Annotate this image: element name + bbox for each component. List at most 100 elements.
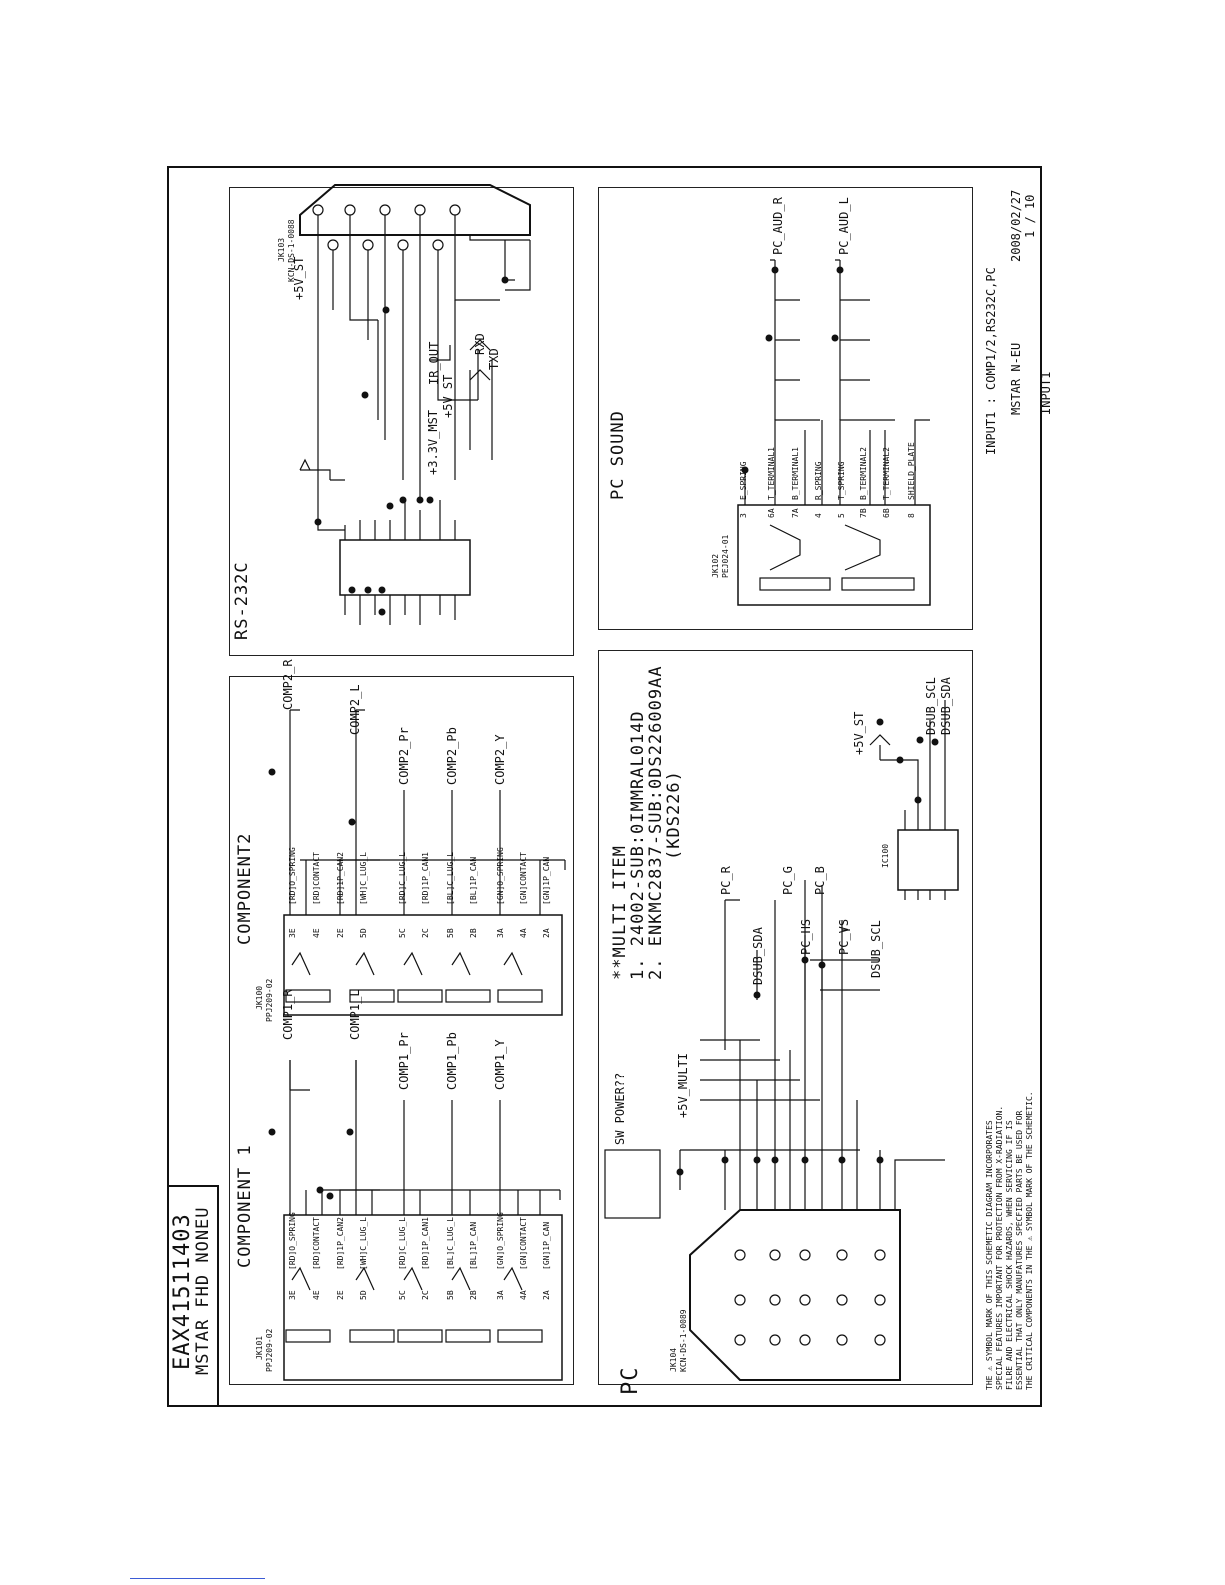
jk101-pin-5b-name: [BL]C_LUG_L — [446, 1217, 455, 1270]
jk101-pin-2c-name: [RD]1P_CAN1 — [421, 1217, 430, 1270]
jk100-contacts — [285, 951, 543, 1003]
net-pc-aud-r: PC_AUD_R — [771, 197, 785, 255]
project-name: MSTAR N-EU — [1009, 342, 1023, 415]
jk100-pin-2c-name: [RD]1P_CAN1 — [421, 852, 430, 905]
jk101-label: JK101 — [255, 1335, 264, 1360]
net-5v-st-edid: +5V_ST — [852, 711, 866, 755]
jk100-pin-2a-name: [GN]1P_CAN — [542, 856, 551, 905]
jk100-pin-2e: 2E — [336, 928, 345, 938]
rs232-ic — [339, 539, 471, 596]
jk100-pin-4a-name: [GN]CONTACT — [519, 852, 528, 905]
jk101-pin-3a-name: [GN]O_SPRING — [496, 1212, 505, 1270]
jk103-db9-connector — [299, 184, 531, 236]
footer-link-rule — [130, 1578, 265, 1579]
jk101-pin-5b: 5B — [446, 1290, 455, 1300]
net-dsub-scl-edid: DSUB_SCL — [924, 677, 938, 735]
jk102-pin-7a: 7A — [791, 508, 800, 518]
net-comp2-pr: COMP2_Pr — [397, 727, 411, 785]
jk102-pin-7b: 7B — [859, 508, 868, 518]
rs232c-panel — [229, 187, 574, 656]
jk101-pin-4e: 4E — [312, 1290, 321, 1300]
safety-note-line5: THE CRITICAL COMPONENTS IN THE ⚠ SYMBOL … — [1025, 1091, 1034, 1390]
jk101-pin-3a: 3A — [496, 1290, 505, 1300]
jk102-pin-8-name: SHIELD_PLATE — [907, 442, 916, 500]
jk103-label: JK103 — [277, 237, 286, 262]
pc-sound-title: PC SOUND — [608, 410, 628, 500]
net-5v-st-rs232: +5V_ST — [292, 256, 306, 300]
jk101-part-label: PPJ209-02 — [265, 1328, 274, 1372]
jk100-pin-5d-name: [WH]C_LUG_L — [359, 852, 368, 905]
jk101-pin-5d: 5D — [359, 1290, 368, 1300]
ic100-label: IC100 — [881, 843, 890, 868]
drawing-number: EAX41511403 — [170, 1213, 195, 1370]
net-pc-g: PC_G — [781, 866, 795, 895]
jk101-pin-2e: 2E — [336, 1290, 345, 1300]
jk100-pin-3e-name: [RD]O_SPRING — [288, 847, 297, 905]
jk101-jack-body — [283, 1214, 563, 1381]
jk100-pin-4a: 4A — [519, 928, 528, 938]
jk100-label: JK100 — [255, 985, 264, 1010]
jk101-pin-4a: 4A — [519, 1290, 528, 1300]
jk104-part-label: KCN-DS-1-0089 — [679, 1309, 688, 1372]
jk101-pin-2a: 2A — [542, 1290, 551, 1300]
jk100-pin-2c: 2C — [421, 928, 430, 938]
rs232c-title: RS-232C — [232, 561, 252, 640]
jk100-pin-2b-name: [BL]1P_CAN — [469, 856, 478, 905]
net-comp1-r: COMP1_R — [281, 989, 295, 1040]
jk102-pin-6b-name: T_TERMINAL2 — [882, 447, 891, 500]
jk100-pin-2a: 2A — [542, 928, 551, 938]
multi-item-line3: (KDS226) — [664, 770, 684, 860]
jk100-pin-3a: 3A — [496, 928, 505, 938]
net-pc-aud-l: PC_AUD_L — [837, 197, 851, 255]
jk104-label: JK104 — [669, 1347, 678, 1372]
jk102-pin-5-name: T_SPRING — [837, 461, 846, 500]
jk102-pin-3-name: E_SPRING — [739, 461, 748, 500]
multi-item-line2: 2. ENKMC2837-SUB:0DS226009AA — [646, 665, 666, 980]
jk101-pin-4e-name: [RD]CONTACT — [312, 1217, 321, 1270]
drawing-subtitle: MSTAR FHD NONEU — [193, 1206, 213, 1375]
jk101-pin-2c: 2C — [421, 1290, 430, 1300]
net-pc-hs: PC_HS — [799, 918, 813, 955]
safety-note-line4: ESSENTIAL THAT ONLY MANUFATURES SPECFIED… — [1015, 1110, 1024, 1390]
net-pc-b: PC_B — [813, 866, 827, 895]
net-comp2-pb: COMP2_Pb — [445, 727, 459, 785]
sheet-title: INPUT1 : COMP1/2,RS232C,PC — [984, 267, 998, 455]
jk102-pin-8: 8 — [907, 513, 916, 518]
jk103-pins — [312, 204, 461, 251]
net-pc-r: PC_R — [719, 866, 733, 895]
jk101-pin-5d-name: [WH]C_LUG_L — [359, 1217, 368, 1270]
sheet-name: INPUT1 — [1039, 371, 1053, 415]
jk101-pin-2b: 2B — [469, 1290, 478, 1300]
net-comp2-y: COMP2_Y — [493, 734, 507, 785]
jk102-pin-5: 5 — [837, 513, 846, 518]
jk101-pin-5c-name: [RD]C_LUG_L — [398, 1217, 407, 1270]
safety-note-line3: FILRE AND ELECTRICAL SHOCK HAZARDS, WHEN… — [1005, 1120, 1014, 1390]
jk101-pin-4a-name: [GN]CONTACT — [519, 1217, 528, 1270]
jk102-pin-4-name: R_SPRING — [814, 461, 823, 500]
net-dsub-scl: DSUB_SCL — [869, 920, 883, 978]
sheet-date: 2008/02/27 — [1009, 189, 1023, 262]
jk101-pin-2b-name: [BL]1P_CAN — [469, 1221, 478, 1270]
net-comp2-l: COMP2_L — [348, 684, 362, 735]
safety-note-line2: SPECIAL FEATURES IMPORTANT FOR PROTECTIO… — [995, 1105, 1004, 1390]
jk102-label: JK102 — [711, 553, 720, 578]
jk102-pin-6a-name: T_TERMINAL1 — [767, 447, 776, 500]
net-3v3-mst: +3.3V_MST — [426, 409, 440, 475]
jk101-pin-2e-name: [RD]1P_CAN2 — [336, 1217, 345, 1270]
jk104-db15-connector — [689, 1209, 901, 1381]
net-txd: TXD — [487, 348, 501, 370]
jk100-pin-5c-name: [RD]C_LUG_L — [398, 852, 407, 905]
net-pc-vs: PC_VS — [837, 918, 851, 955]
jk102-pin-4: 4 — [814, 513, 823, 518]
jk101-pin-5c: 5C — [398, 1290, 407, 1300]
jk100-pin-3a-name: [GN]O_SPRING — [496, 847, 505, 905]
jk102-pin-7b-name: B_TERMINAL2 — [859, 447, 868, 500]
jk102-pin-7a-name: B_TERMINAL1 — [791, 447, 800, 500]
jk100-pin-5d: 5D — [359, 928, 368, 938]
jk101-pin-3e-name: [RD]O_SPRING — [288, 1212, 297, 1270]
jk102-jack-body — [737, 504, 931, 606]
net-comp1-y: COMP1_Y — [493, 1039, 507, 1090]
net-ir-out: IR_OUT — [427, 341, 441, 385]
sw-power-label: SW POWER?? — [613, 1072, 627, 1145]
